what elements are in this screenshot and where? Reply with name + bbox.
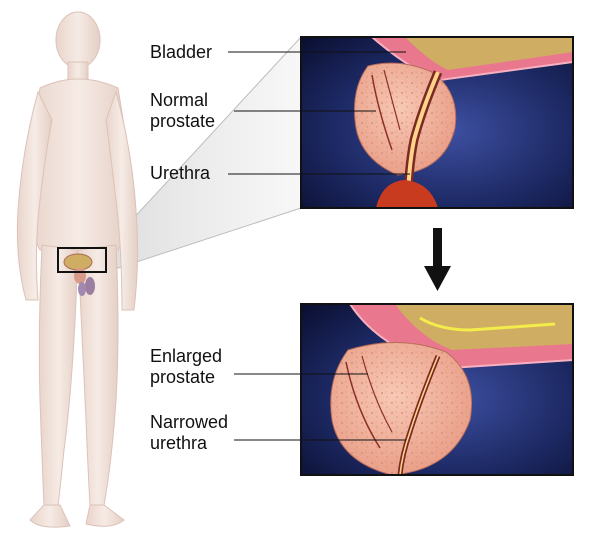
enlarged-prostate-label-line2: prostate: [150, 367, 216, 387]
bladder-label: Bladder: [150, 42, 213, 62]
top-panel-frame: [300, 36, 574, 209]
enlarged-prostate-panel: [300, 303, 574, 476]
leader-lines: [228, 51, 410, 441]
body-highlight-box: [57, 247, 107, 273]
normal-prostate-label: Normal prostate: [150, 90, 215, 132]
down-arrow-icon: [424, 228, 451, 291]
normal-prostate-panel: [300, 36, 574, 209]
enlarged-prostate-label: Enlarged prostate: [150, 346, 222, 388]
bottom-panel-frame: [300, 303, 574, 476]
bladder-fill: [405, 37, 573, 70]
narrowed-urethra-label-line1: Narrowed: [150, 412, 229, 432]
narrowed-urethra-label-line2: urethra: [150, 433, 208, 453]
urethra-label: Urethra: [150, 163, 211, 183]
normal-prostate-label-line1: Normal: [150, 90, 209, 110]
human-figure: [16, 11, 139, 528]
enlarged-prostate-label-line1: Enlarged: [150, 346, 223, 366]
narrowed-urethra-label: Narrowed urethra: [150, 412, 228, 454]
normal-prostate-label-line2: prostate: [150, 111, 216, 131]
